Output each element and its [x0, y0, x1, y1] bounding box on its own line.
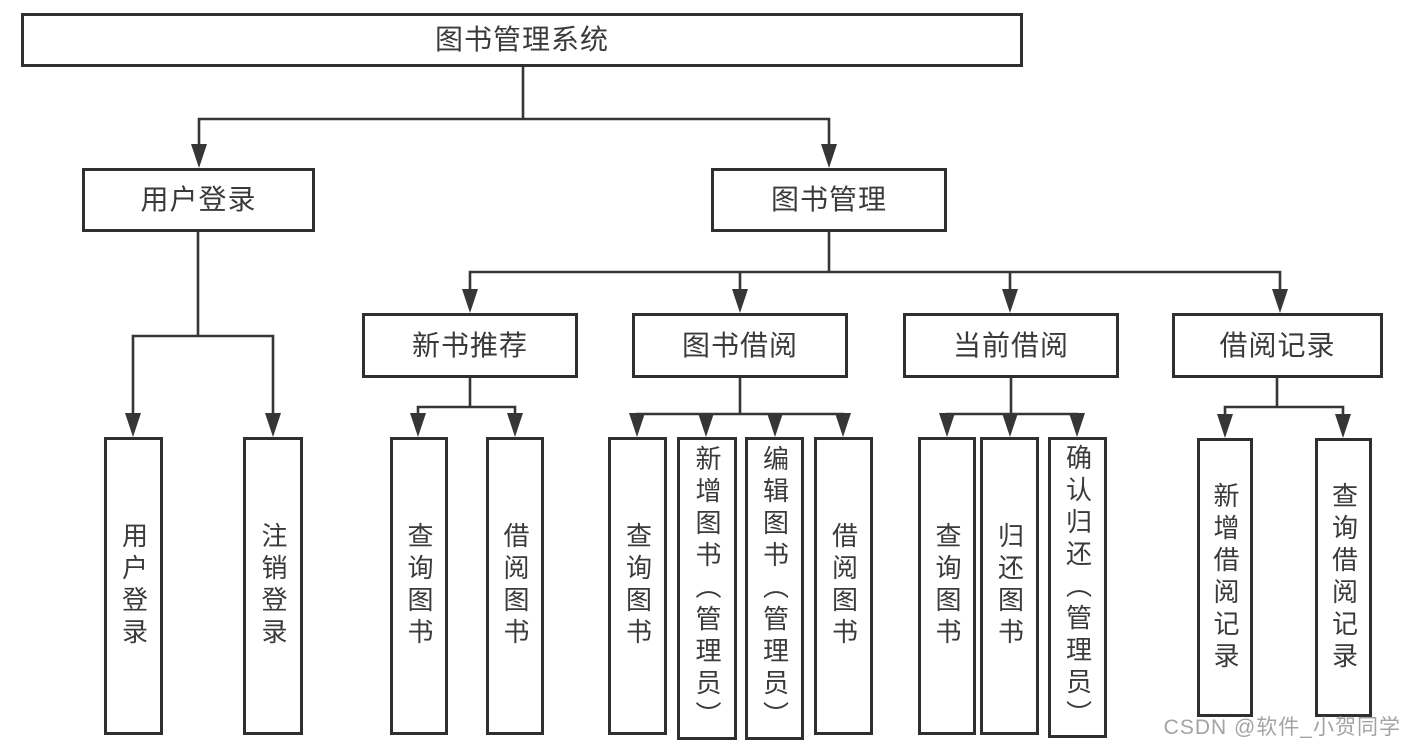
leaf-confirm-return-admin: 确认归还（管理员） — [1048, 437, 1107, 738]
leaf-label: 确认归还（管理员） — [1062, 443, 1093, 732]
leaf-label: 查询图书 — [932, 522, 962, 650]
node-user-login: 用户登录 — [82, 168, 315, 232]
leaf-user-login: 用户登录 — [104, 437, 163, 735]
leaf-label: 借阅图书 — [828, 522, 859, 650]
arrowheads — [125, 144, 1351, 438]
node-borrow-records: 借阅记录 — [1172, 313, 1383, 378]
leaf-label: 编辑图书（管理员） — [759, 444, 790, 733]
leaf-edit-book-admin: 编辑图书（管理员） — [745, 437, 804, 740]
leaf-label: 查询借阅记录 — [1328, 481, 1359, 674]
node-current-borrow: 当前借阅 — [903, 313, 1119, 378]
node-label: 用户登录 — [140, 184, 257, 215]
watermark: CSDN @软件_小贺同学 — [1163, 716, 1401, 739]
leaf-borrow-book-2: 借阅图书 — [814, 437, 873, 735]
node-label: 图书管理系统 — [434, 24, 609, 55]
node-book-management: 图书管理 — [711, 168, 947, 232]
node-book-borrow: 图书借阅 — [632, 313, 848, 378]
node-label: 图书借阅 — [681, 329, 798, 361]
leaf-label: 查询图书 — [622, 522, 653, 650]
leaf-label: 归还图书 — [994, 522, 1025, 650]
leaf-query-book-2: 查询图书 — [608, 437, 667, 735]
node-new-book-recommend: 新书推荐 — [362, 313, 578, 378]
leaf-label: 查询图书 — [404, 522, 434, 650]
leaf-return-book: 归还图书 — [980, 437, 1039, 735]
leaf-borrow-book-1: 借阅图书 — [486, 437, 544, 735]
leaf-label: 注销登录 — [258, 522, 288, 650]
node-label: 当前借阅 — [952, 329, 1069, 361]
node-system: 图书管理系统 — [21, 13, 1023, 67]
leaf-add-borrow-record: 新增借阅记录 — [1197, 438, 1253, 717]
leaf-label: 新增图书（管理员） — [692, 444, 722, 733]
leaf-label: 新增借阅记录 — [1210, 481, 1240, 674]
leaf-query-book-3: 查询图书 — [918, 437, 976, 735]
leaf-query-borrow-record: 查询借阅记录 — [1315, 438, 1372, 717]
connector-lines — [131, 65, 1345, 418]
leaf-logout: 注销登录 — [243, 437, 303, 735]
node-label: 借阅记录 — [1219, 329, 1336, 361]
leaf-query-book-1: 查询图书 — [390, 437, 448, 735]
leaf-label: 借阅图书 — [500, 522, 530, 650]
leaf-add-book-admin: 新增图书（管理员） — [677, 437, 737, 740]
node-label: 新书推荐 — [411, 329, 528, 361]
node-label: 图书管理 — [770, 184, 887, 215]
leaf-label: 用户登录 — [118, 522, 149, 650]
